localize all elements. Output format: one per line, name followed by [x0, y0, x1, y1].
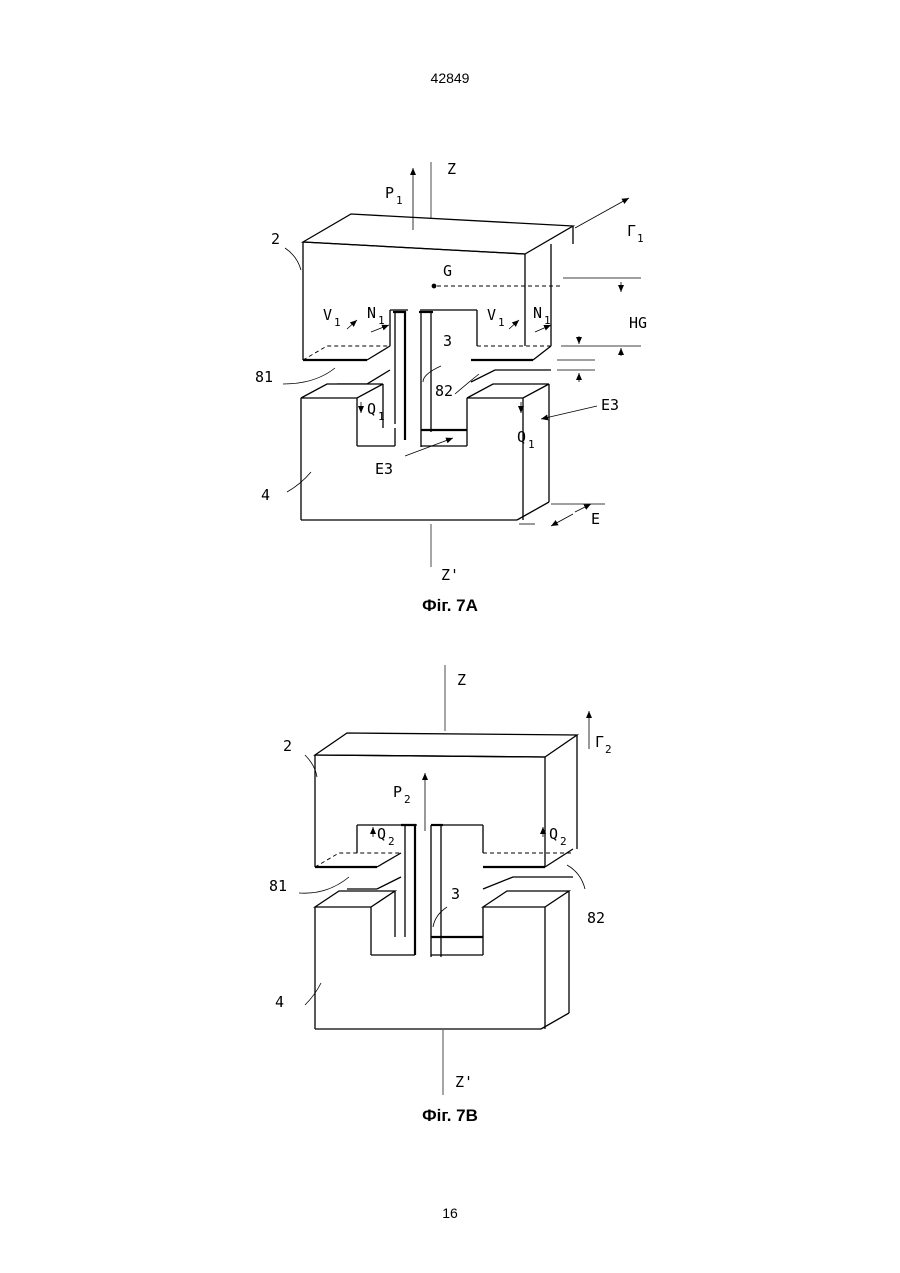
- label-e3-right: E3: [601, 396, 619, 414]
- lower-block: [315, 891, 569, 1029]
- figure-7b-caption: Фіг. 7В: [0, 1106, 900, 1126]
- torque-arrow: [575, 198, 629, 228]
- label-flexure-81: 81: [255, 368, 273, 386]
- label-q-right: Q: [517, 428, 526, 446]
- label-v-right: V: [487, 306, 496, 324]
- label-n-left-subscript: 1: [378, 314, 385, 327]
- flexure-81: [337, 370, 390, 384]
- label-q-right-subscript: 1: [528, 438, 535, 451]
- label-height-gravity: HG: [629, 314, 647, 332]
- central-rod: [393, 312, 433, 447]
- axis-label-z-prime: Z': [441, 566, 459, 584]
- label-q-left: Q: [377, 825, 386, 843]
- lower-block: [301, 384, 549, 520]
- page-footer-number: 16: [0, 1205, 900, 1221]
- torque-label-subscript: 1: [637, 232, 644, 245]
- label-lower-block: 4: [275, 993, 284, 1011]
- torque-label: Γ: [627, 222, 636, 240]
- axis-label-z: Z: [447, 160, 456, 178]
- flexure-82: [471, 370, 551, 382]
- label-flexure-82: 82: [587, 909, 605, 927]
- torque-label: Γ: [595, 733, 604, 751]
- flexure-81: [347, 877, 401, 889]
- force-label: P: [385, 184, 394, 202]
- page-header-number: 42849: [0, 70, 900, 86]
- figure-7a-drawing: Z Z' P 1 Γ 1 2 4 3 81 82 G HG V 1 N 1 V …: [245, 132, 665, 592]
- label-q-right-subscript: 2: [560, 835, 567, 848]
- label-n-right: N: [533, 304, 542, 322]
- force-label-subscript: 2: [404, 793, 411, 806]
- figure-7a-caption: Фіг. 7А: [0, 596, 900, 616]
- label-lower-block: 4: [261, 486, 270, 504]
- label-depth-e: E: [591, 510, 600, 528]
- upper-block: [315, 733, 577, 867]
- label-v-right-subscript: 1: [498, 316, 505, 329]
- label-q-right: Q: [549, 825, 558, 843]
- label-center-gravity: G: [443, 262, 452, 280]
- axis-label-z: Z: [457, 671, 466, 689]
- label-v-left-subscript: 1: [334, 316, 341, 329]
- label-flexure-81: 81: [269, 877, 287, 895]
- center-of-gravity-dot: [432, 284, 437, 289]
- label-q-left-subscript: 2: [388, 835, 395, 848]
- axis-label-z-prime: Z': [455, 1073, 473, 1091]
- label-rod: 3: [443, 332, 452, 350]
- label-upper-block: 2: [283, 737, 292, 755]
- force-label: P: [393, 783, 402, 801]
- label-n-left: N: [367, 304, 376, 322]
- label-q-left-subscript: 1: [378, 410, 385, 423]
- torque-label-subscript: 2: [605, 743, 612, 756]
- label-upper-block: 2: [271, 230, 280, 248]
- label-v-left: V: [323, 306, 332, 324]
- label-e3-bottom: E3: [375, 460, 393, 478]
- label-q-left: Q: [367, 400, 376, 418]
- label-rod: 3: [451, 885, 460, 903]
- label-flexure-82: 82: [435, 382, 453, 400]
- upper-block: [303, 214, 573, 360]
- label-n-right-subscript: 1: [544, 314, 551, 327]
- figure-7b-drawing: Z Z' P 2 Γ 2 2 4 3 81 82 Q 2 Q 2: [265, 645, 645, 1105]
- force-label-subscript: 1: [396, 194, 403, 207]
- flexure-82: [483, 877, 573, 889]
